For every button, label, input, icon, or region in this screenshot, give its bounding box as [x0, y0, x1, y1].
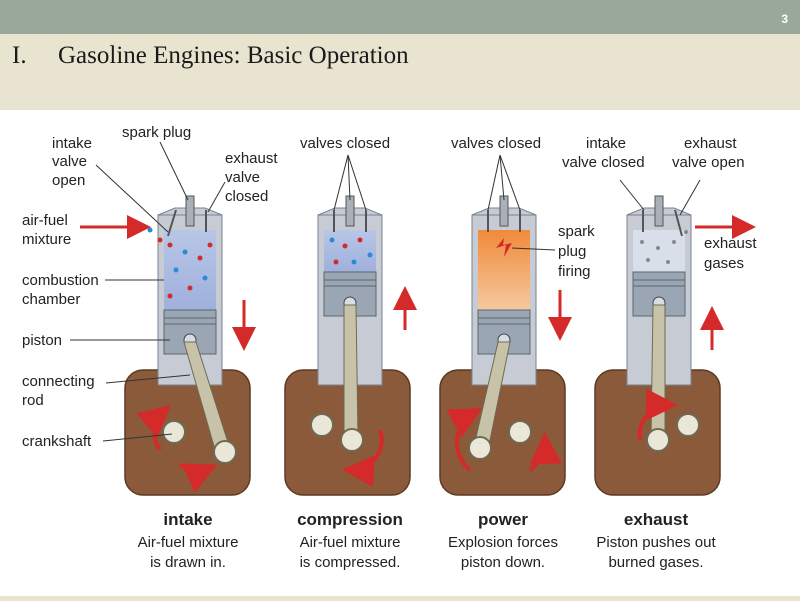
label-exhaust-valve-closed-3: closed [225, 188, 268, 205]
label-connecting-rod-2: rod [22, 392, 44, 409]
label-air-fuel-2: mixture [22, 231, 71, 248]
label-piston: piston [22, 332, 62, 349]
leader-lines [70, 141, 701, 442]
label-spark-plug-firing-2: plug [558, 243, 586, 260]
label-exhaust-valve-closed-2: valve [225, 169, 260, 186]
title-number: I. [12, 42, 27, 69]
stroke-desc-intake-1: Air-fuel mixture [138, 534, 239, 551]
slide-title: I. Gasoline Engines: Basic Operation [12, 42, 409, 70]
label-exhaust-gases-1: exhaust [704, 235, 757, 252]
label-combustion-1: combustion [22, 272, 99, 289]
stroke-desc-compression-1: Air-fuel mixture [300, 534, 401, 551]
engine-exhaust [594, 195, 756, 496]
label-intake-valve-open-2: valve [52, 153, 87, 170]
label-crankshaft: crankshaft [22, 433, 92, 450]
label-intake-valve-open-3: open [52, 172, 85, 189]
label-valves-closed-power: valves closed [451, 135, 541, 152]
stroke-name-intake: intake [163, 510, 212, 529]
fuel-particles [329, 237, 373, 265]
label-combustion-2: chamber [22, 291, 80, 308]
fuel-particles [147, 227, 213, 299]
engine-stroke-diagram: intake valve open spark plug exhaust val… [22, 124, 757, 571]
engine-power [439, 195, 572, 496]
engine-compression [284, 195, 417, 496]
stroke-desc-power-1: Explosion forces [448, 534, 558, 551]
label-valves-closed-compression: valves closed [300, 135, 390, 152]
label-spark-plug-firing-3: firing [558, 263, 591, 280]
stroke-desc-intake-2: is drawn in. [150, 554, 226, 571]
slide-number: 3 [781, 12, 788, 26]
label-exhaust-valve-open-2: valve open [672, 154, 745, 171]
label-exhaust-valve-closed-1: exhaust [225, 150, 278, 167]
label-intake-valve-closed-2: valve closed [562, 154, 645, 171]
diagram-panel: intake valve open spark plug exhaust val… [0, 110, 800, 596]
label-air-fuel-1: air-fuel [22, 212, 68, 229]
slide-header-bar: 3 [0, 0, 800, 34]
stroke-captions: intake Air-fuel mixture is drawn in. com… [138, 510, 717, 571]
stroke-name-compression: compression [297, 510, 403, 529]
title-text: Gasoline Engines: Basic Operation [58, 42, 409, 69]
stroke-desc-power-2: piston down. [461, 554, 545, 571]
part-labels: intake valve open spark plug exhaust val… [22, 124, 757, 450]
stroke-desc-exhaust-1: Piston pushes out [596, 534, 716, 551]
exhaust-particles [640, 230, 688, 264]
stroke-desc-compression-2: is compressed. [300, 554, 401, 571]
stroke-desc-exhaust-2: burned gases. [608, 554, 703, 571]
stroke-name-exhaust: exhaust [624, 510, 689, 529]
label-intake-valve-closed-1: intake [586, 135, 626, 152]
label-exhaust-valve-open-1: exhaust [684, 135, 737, 152]
label-spark-plug: spark plug [122, 124, 191, 141]
label-spark-plug-firing-1: spark [558, 223, 595, 240]
label-connecting-rod-1: connecting [22, 373, 95, 390]
label-intake-valve-open-1: intake [52, 135, 92, 152]
stroke-name-power: power [478, 510, 528, 529]
label-exhaust-gases-2: gases [704, 255, 744, 272]
engine-intake [80, 195, 256, 496]
